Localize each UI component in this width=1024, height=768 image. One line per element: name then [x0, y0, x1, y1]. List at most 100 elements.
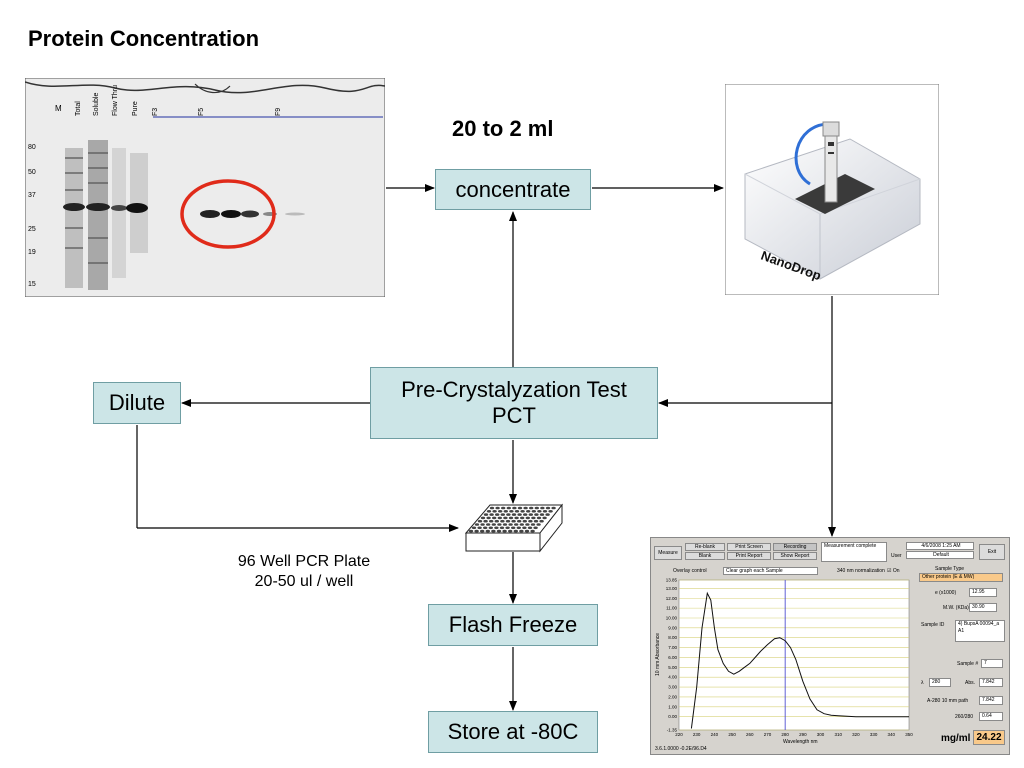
- plate-well: [480, 516, 486, 520]
- plate-well: [508, 529, 513, 533]
- sample-type-select[interactable]: Other protein (E & MW): [919, 573, 1003, 582]
- pct-box-line2: PCT: [492, 403, 536, 428]
- plate-well: [517, 513, 522, 516]
- y-tick-label: 12.00: [666, 596, 678, 601]
- plate-well: [530, 529, 535, 533]
- absorbance-spectrum-chart: -1.350.001.002.003.004.005.006.007.008.0…: [655, 578, 913, 746]
- y-tick-label: -1.35: [667, 728, 678, 733]
- normalization-checkbox[interactable]: ☑ On: [887, 568, 900, 574]
- plate-well: [533, 526, 538, 530]
- plate-well: [528, 519, 533, 523]
- plate-well: [523, 513, 528, 516]
- gel-marker-80: 80: [28, 144, 36, 151]
- gel-lane-f3: F3: [152, 108, 159, 116]
- plate-well: [483, 526, 488, 530]
- plate-well: [517, 519, 522, 523]
- overlay-select[interactable]: Clear graph each Sample: [723, 567, 818, 575]
- nanodrop-software-window: Measure Re-blank Blank Print Screen Prin…: [650, 537, 1010, 755]
- plate-well: [503, 516, 508, 520]
- plate-well: [501, 506, 506, 510]
- plate-well: [511, 513, 517, 516]
- plate-well: [527, 526, 533, 530]
- y-tick-label: 6.00: [668, 655, 677, 660]
- recording-button[interactable]: Recording: [773, 543, 817, 551]
- lambda-input[interactable]: 280: [929, 678, 951, 687]
- gel-lane-f5: F5: [198, 108, 205, 116]
- datetime-field: 4/6/2008 1:25 AM: [906, 542, 974, 550]
- y-tick-label: 2.00: [668, 694, 677, 699]
- status-field: Measurement complete: [821, 542, 887, 562]
- sds-page-gel-image: M Total Soluble Flow Thru Pure F3 F5 F9 …: [25, 78, 385, 297]
- concentrate-box: concentrate: [435, 169, 591, 210]
- plate-well: [534, 506, 539, 510]
- plate-well: [511, 526, 516, 530]
- plate-well: [502, 523, 508, 526]
- plate-well: [540, 506, 545, 510]
- plate-well: [514, 516, 519, 520]
- plate-well: [531, 510, 536, 513]
- plate-label-line1: 96 Well PCR Plate: [237, 553, 371, 570]
- gel-lane-flowthru: Flow Thru: [112, 85, 119, 116]
- plate-well: [528, 513, 533, 516]
- plate-well: [545, 513, 550, 516]
- plate-well: [533, 519, 539, 523]
- mw-label: M.W. (KDa): [943, 605, 969, 611]
- plate-well: [497, 516, 502, 520]
- plate-well: [514, 510, 520, 513]
- abs-field: 7.842: [979, 678, 1003, 687]
- plate-well: [520, 516, 525, 520]
- x-tick-label: 300: [817, 732, 825, 737]
- ratio-field: 0.64: [979, 712, 1003, 721]
- plate-well: [497, 523, 502, 526]
- concentration-unit-label: mg/ml: [941, 733, 971, 744]
- epsilon-input[interactable]: 12.95: [969, 588, 997, 597]
- reblank-button[interactable]: Re-blank: [685, 543, 725, 551]
- absorbance-series-line: [690, 591, 909, 729]
- print-screen-button[interactable]: Print Screen: [727, 543, 771, 551]
- plate-well: [506, 513, 511, 516]
- plate-well: [548, 510, 553, 513]
- y-tick-label: 13.00: [666, 586, 678, 591]
- plate-well: [542, 516, 547, 520]
- gel-marker-25: 25: [28, 226, 36, 233]
- plate-well: [491, 523, 496, 526]
- plate-well: [536, 523, 541, 526]
- mw-input[interactable]: 30.90: [969, 603, 997, 612]
- nanodrop-instrument-image: NanoDrop: [725, 84, 939, 295]
- plate-well: [488, 526, 493, 530]
- plate-well: [539, 519, 544, 523]
- sample-id-input[interactable]: 4) BupsA 00094_a A1: [955, 620, 1005, 642]
- ratio-label: 260/280: [955, 714, 974, 720]
- plate-well: [495, 506, 500, 510]
- y-tick-label: 13.85: [666, 578, 678, 583]
- plate-well: [495, 513, 500, 516]
- exit-button[interactable]: Exit: [979, 544, 1005, 560]
- blank-button[interactable]: Blank: [685, 552, 725, 560]
- plate-well: [534, 513, 539, 516]
- pcr-plate-image: [464, 503, 564, 553]
- x-tick-label: 250: [728, 732, 736, 737]
- plate-label: 96 Well PCR Plate 20-50 ul / well: [214, 552, 394, 592]
- plate-well: [505, 519, 511, 523]
- plate-well: [480, 523, 485, 526]
- store-box: Store at -80C: [428, 711, 598, 753]
- plate-well: [539, 513, 545, 516]
- volume-label: 20 to 2 ml: [452, 116, 554, 141]
- gel-marker-15: 15: [28, 281, 36, 288]
- measure-button[interactable]: Measure: [654, 546, 682, 560]
- plate-well: [477, 519, 483, 523]
- show-report-button[interactable]: Show Report: [773, 552, 817, 560]
- plate-well: [483, 519, 488, 523]
- plate-well: [486, 523, 491, 526]
- x-tick-label: 230: [693, 732, 701, 737]
- plate-well: [524, 529, 530, 533]
- plate-well: [492, 516, 497, 520]
- gel-marker-37: 37: [28, 192, 36, 199]
- gel-lane-f9: F9: [275, 108, 282, 116]
- gel-lane-soluble: Soluble: [93, 93, 100, 116]
- plate-well: [551, 506, 556, 510]
- x-axis-label: Wavelength nm: [783, 739, 818, 745]
- print-report-button[interactable]: Print Report: [727, 552, 771, 560]
- y-tick-label: 11.00: [666, 606, 677, 611]
- gel-highlight-circle: [180, 179, 276, 249]
